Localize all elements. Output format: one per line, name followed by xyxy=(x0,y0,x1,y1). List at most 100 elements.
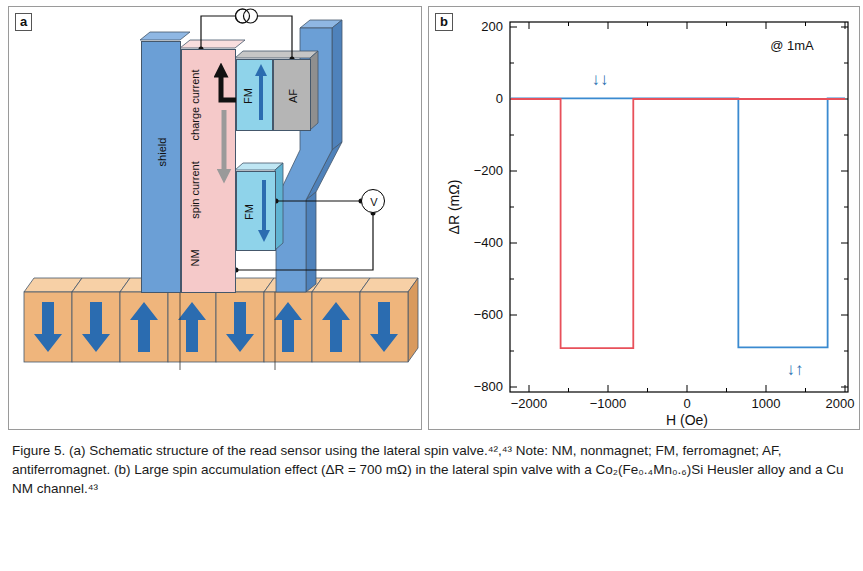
medium-bit xyxy=(216,292,264,362)
medium-bit xyxy=(360,292,408,362)
af-side xyxy=(310,51,318,130)
part-label: FM xyxy=(243,204,255,220)
shield-side xyxy=(306,142,342,200)
medium-bit xyxy=(120,292,168,362)
tick-label: −2000 xyxy=(511,397,548,411)
tick xyxy=(841,27,848,28)
tick xyxy=(845,385,846,392)
tick xyxy=(510,63,514,64)
guide-line xyxy=(275,292,276,370)
tick xyxy=(844,351,848,352)
tick xyxy=(841,243,848,244)
magnetization-arrow xyxy=(226,302,254,352)
magnetization-arrow xyxy=(178,302,206,352)
part-label: spin current xyxy=(189,161,201,218)
medium-bit xyxy=(168,292,216,362)
tick-label: 2000 xyxy=(826,397,855,411)
magnetization-arrow xyxy=(322,302,350,352)
medium-top xyxy=(264,278,322,292)
shield-top xyxy=(140,32,190,40)
shield-side xyxy=(306,192,316,292)
state-arrows: ↓↓ xyxy=(592,71,609,90)
wire xyxy=(276,200,361,201)
tick xyxy=(766,22,767,29)
part-label: FM xyxy=(242,88,254,104)
magnetization-arrow xyxy=(82,302,110,352)
axis-title: H (Oe) xyxy=(666,413,708,428)
part-label: charge current xyxy=(189,70,201,141)
charge-current-arrow xyxy=(221,70,236,100)
shield-block: shield xyxy=(141,41,181,293)
shield-top xyxy=(300,20,342,28)
tick xyxy=(647,22,648,26)
part-label: shield xyxy=(156,138,168,167)
tick xyxy=(647,388,648,392)
tick xyxy=(510,207,514,208)
spin-current-arrow xyxy=(222,110,227,176)
sweep-down-trace xyxy=(511,99,845,348)
part-label: V xyxy=(370,196,377,208)
tick xyxy=(841,315,848,316)
tick-label: 1000 xyxy=(752,397,781,411)
stack-top xyxy=(235,51,318,58)
axis-title: ΔR (mΩ) xyxy=(447,180,462,235)
tick xyxy=(608,385,609,392)
tick xyxy=(845,22,846,29)
tick xyxy=(510,99,517,100)
tick xyxy=(529,22,530,29)
tick xyxy=(568,388,569,392)
medium-top xyxy=(360,278,418,292)
medium-bit xyxy=(264,292,312,362)
figure-caption: Figure 5. (a) Schematic structure of the… xyxy=(12,441,852,498)
medium-bit xyxy=(72,292,120,362)
sweep-up-trace xyxy=(511,98,845,347)
magnetization-arrow xyxy=(34,302,62,352)
medium-side xyxy=(408,278,418,362)
nm-channel: charge current spin currentNM xyxy=(181,49,236,293)
tick-label: −600 xyxy=(474,308,503,322)
tick xyxy=(529,385,530,392)
current-source xyxy=(244,9,258,23)
tick-label: 200 xyxy=(481,20,503,34)
tick-label: 0 xyxy=(683,397,690,411)
tick-label: −1000 xyxy=(590,397,627,411)
tick xyxy=(805,388,806,392)
medium-top xyxy=(312,278,370,292)
tick xyxy=(687,22,688,29)
tick xyxy=(805,22,806,26)
current-source xyxy=(236,9,250,23)
fm-detector: FM xyxy=(236,171,276,251)
tick xyxy=(510,279,514,280)
tick xyxy=(608,22,609,29)
shield-side xyxy=(332,20,342,150)
tick xyxy=(687,385,688,392)
medium-top xyxy=(72,278,130,292)
tick xyxy=(510,351,514,352)
panel-letter: a xyxy=(15,13,32,31)
tick xyxy=(726,22,727,26)
guide-line xyxy=(180,292,181,370)
panel-frame: shieldcharge currentspin currentNMFMAFFM… xyxy=(8,6,422,430)
magnetization-arrow xyxy=(130,302,158,352)
tick xyxy=(841,387,848,388)
tick xyxy=(844,279,848,280)
fm-top xyxy=(235,163,283,170)
state-arrows: ↓↑ xyxy=(787,361,804,380)
plot-frame xyxy=(510,22,848,392)
tick xyxy=(844,207,848,208)
tick xyxy=(510,27,517,28)
medium-bit xyxy=(24,292,72,362)
tick-label: −800 xyxy=(474,380,503,394)
tick xyxy=(568,22,569,26)
nm-top xyxy=(180,40,245,48)
fm-injector: FM xyxy=(236,59,273,131)
part-label: NM xyxy=(189,249,201,266)
medium-bit xyxy=(312,292,360,362)
tick-label: −200 xyxy=(474,164,503,178)
tick-label: 0 xyxy=(496,92,503,106)
tick xyxy=(766,385,767,392)
